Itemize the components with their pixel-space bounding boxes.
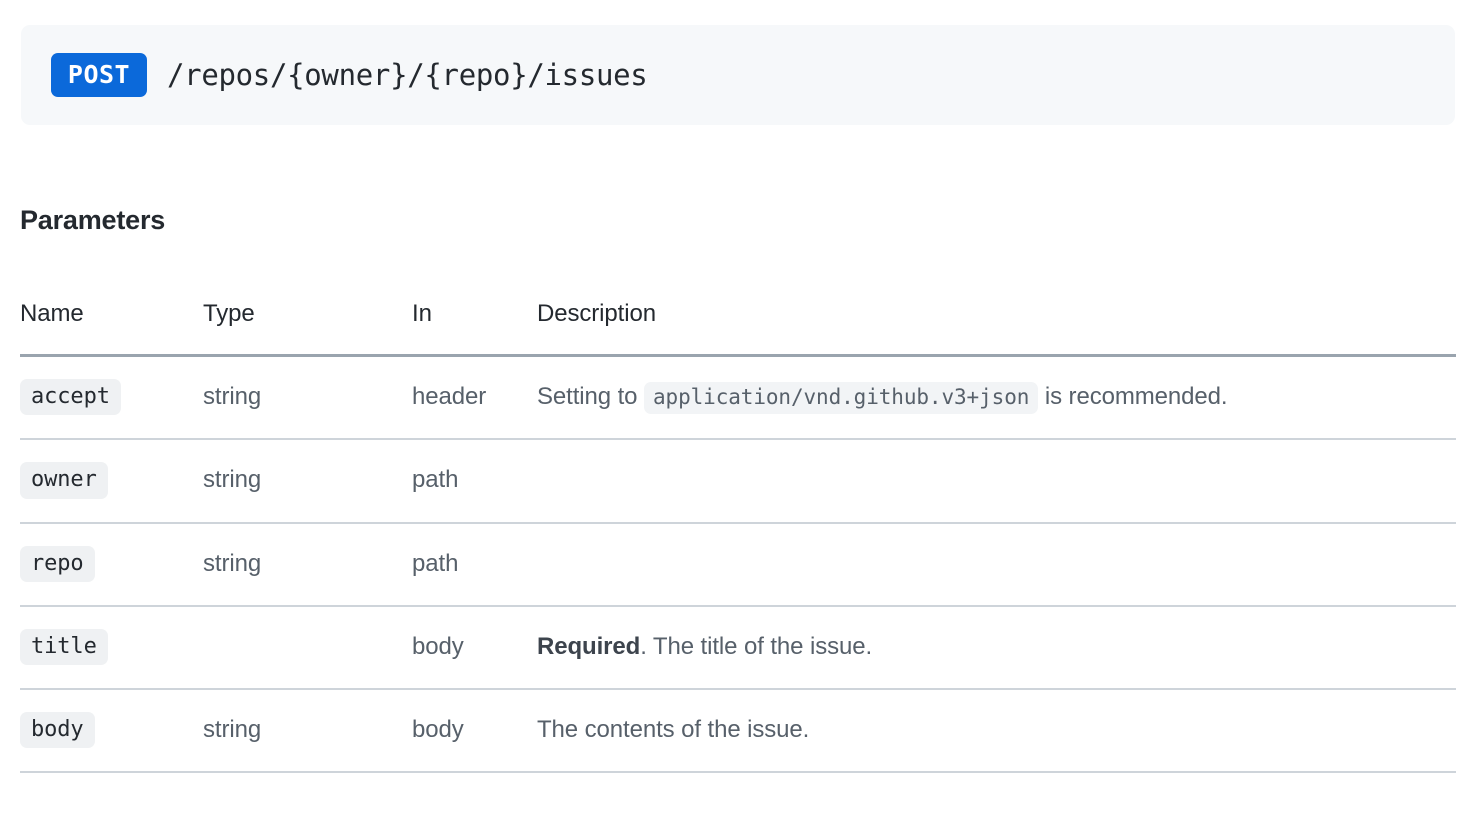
cell-type: string — [203, 549, 262, 577]
cell-name: accept — [20, 356, 203, 440]
column-header-description: Description — [537, 300, 656, 327]
cell-description — [537, 439, 1456, 522]
cell-type: string — [203, 383, 262, 411]
cell-description: Setting to application/vnd.github.v3+jso… — [537, 356, 1456, 440]
table-header-row: Name Type In Description — [20, 300, 1456, 356]
cell-description: The contents of the issue. — [537, 689, 1456, 772]
parameter-name-chip: owner — [20, 462, 108, 499]
endpoint-header-panel: POST /repos/{owner}/{repo}/issues — [21, 25, 1455, 125]
cell-in: body — [412, 716, 464, 744]
parameter-name-chip: repo — [20, 545, 95, 582]
table-body: accept string header Setting to application… — [20, 356, 1456, 773]
column-header-in: In — [412, 300, 432, 327]
cell-name: body — [20, 689, 203, 772]
page-title: Parameters — [20, 205, 166, 235]
table-header: Name Type In Description — [20, 300, 1456, 356]
description-text: Setting to — [537, 382, 644, 410]
column-header-type: Type — [203, 300, 255, 327]
required-label: Required — [537, 632, 641, 660]
cell-name: repo — [20, 523, 203, 606]
table-row: title body Required. The title of the issu… — [20, 606, 1456, 690]
cell-description: Required. The title of the issue. — [537, 606, 1456, 689]
cell-type: string — [203, 466, 262, 494]
parameter-name-chip: title — [20, 628, 108, 666]
cell-in: body — [412, 633, 464, 661]
table-row: accept string header Setting to application… — [20, 356, 1456, 440]
cell-in: header — [412, 383, 487, 411]
cell-name: owner — [20, 439, 203, 522]
cell-description — [537, 523, 1456, 606]
parameter-name-chip: accept — [20, 379, 121, 416]
description-text: . The title of the issue. — [640, 632, 873, 660]
description-inline-code: application/vnd.github.v3+json — [643, 381, 1039, 414]
cell-in: path — [412, 466, 459, 494]
table-row: repo string path — [20, 523, 1456, 606]
description-text: is recommended. — [1038, 382, 1228, 410]
parameter-name-chip: body — [20, 712, 95, 749]
cell-type: string — [203, 716, 262, 744]
table-row: body string body The contents of the issue. — [20, 689, 1456, 773]
http-method-badge: POST — [51, 53, 147, 97]
cell-type — [203, 606, 412, 689]
cell-in: path — [412, 549, 459, 577]
description-text: The contents of the issue. — [537, 716, 810, 744]
endpoint-path: /repos/{owner}/{repo}/issues — [167, 58, 648, 92]
table-row: owner string path — [20, 439, 1456, 523]
column-header-name: Name — [20, 300, 84, 327]
cell-name: title — [20, 606, 203, 689]
parameters-table: Name Type In Description accept string hea… — [20, 300, 1456, 773]
